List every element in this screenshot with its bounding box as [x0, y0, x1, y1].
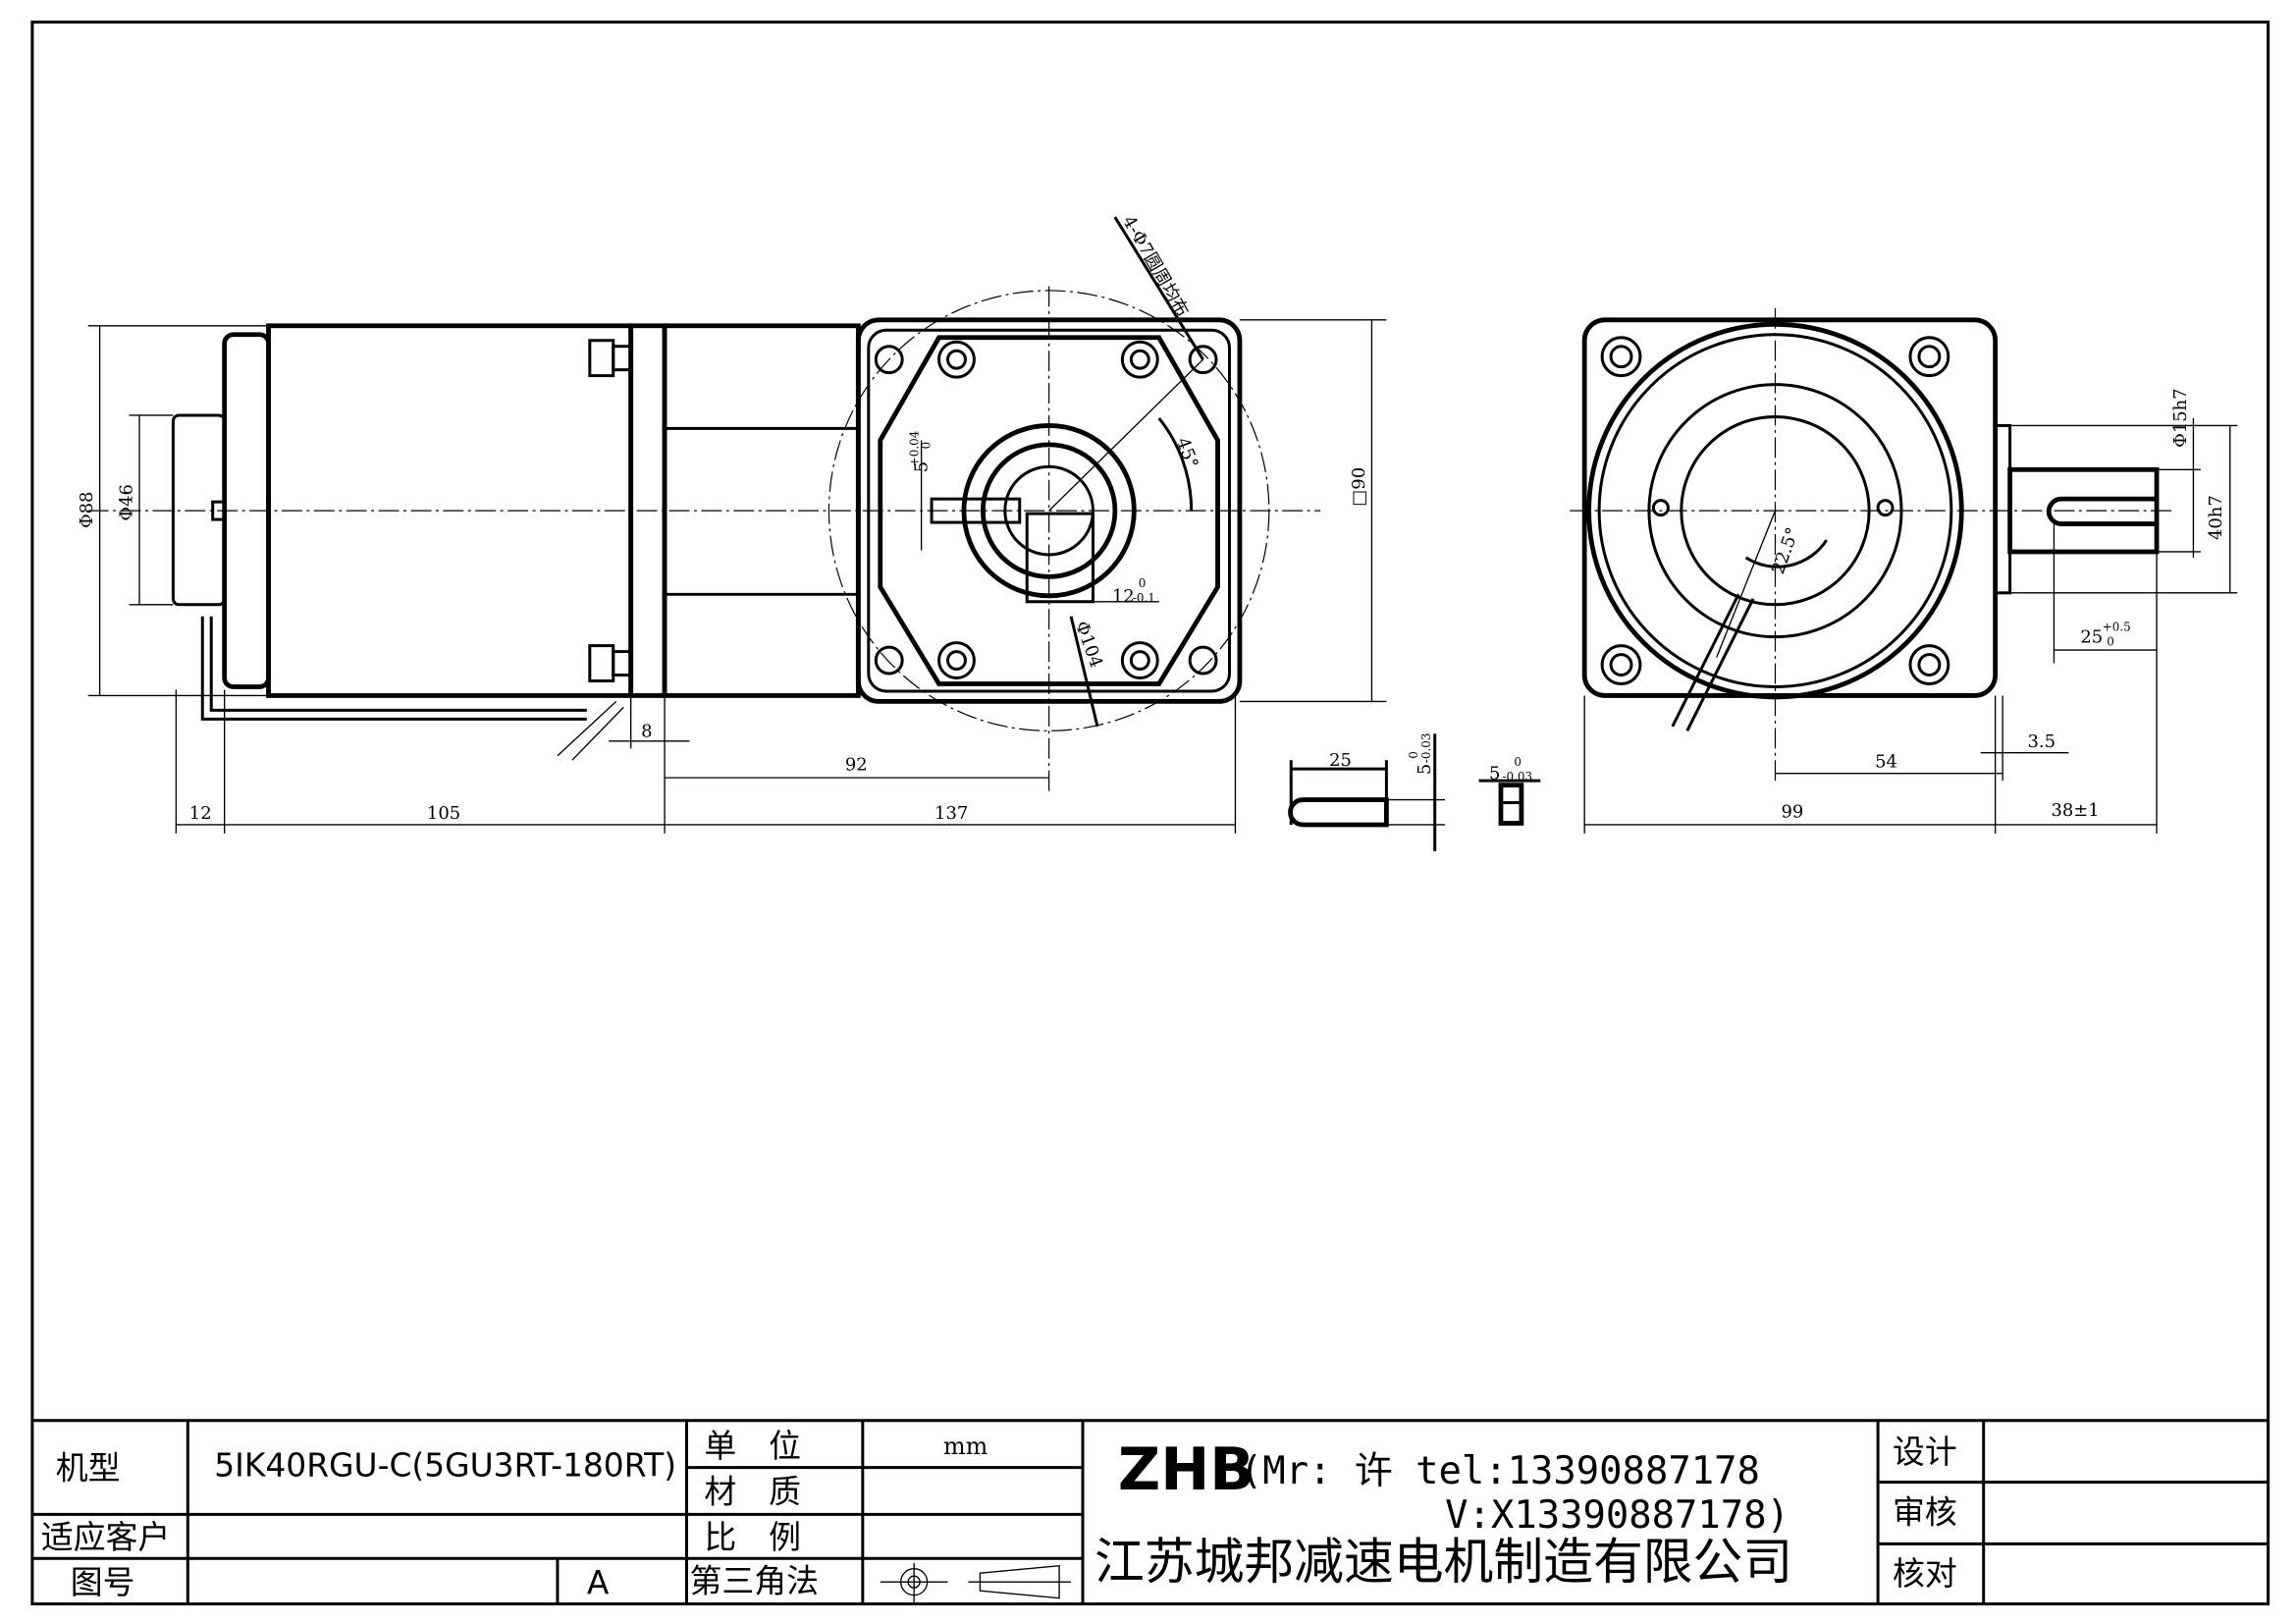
brand-logo: ZHB [1118, 1436, 1255, 1504]
dim-3-5: 3.5 [2028, 731, 2056, 752]
projection-label: 第三角法 [689, 1562, 819, 1600]
bolt-head [588, 339, 615, 378]
terminal-box [171, 413, 227, 607]
dim-54: 54 [1875, 752, 1897, 773]
model-label: 机型 [56, 1449, 121, 1488]
review-label: 审核 [1893, 1492, 1957, 1531]
dim-40h7: 40h7 [2206, 495, 2226, 540]
contact-line-2: V:X13390887178) [1445, 1493, 1789, 1538]
dim-square-90: □90 [1349, 467, 1369, 507]
dim-key-height-upper: 0 [1407, 751, 1420, 759]
third-angle-projection-symbol [880, 1562, 1072, 1604]
key-detail: 25 5 0 -0.03 5 0 -0.03 [1288, 733, 1541, 851]
dim-key-depth-lower: -0.1 [1133, 591, 1155, 605]
scale-label: 比 例 [704, 1518, 801, 1556]
dimension-lines [87, 319, 1387, 834]
dim-99: 99 [1781, 801, 1803, 822]
dim-shaft-25-lower: 0 [2107, 635, 2114, 649]
dim-key-depth: 12 [1112, 586, 1135, 607]
unit-value: mm [943, 1433, 988, 1460]
drawing-number-label: 图号 [71, 1563, 135, 1601]
key-slot [930, 497, 1022, 524]
lead-wire [200, 616, 587, 721]
end-view [1570, 307, 2172, 785]
dim-shaft-25: 25 [2080, 627, 2103, 648]
unit-label: 单 位 [704, 1427, 801, 1465]
customer-label: 适应客户 [41, 1518, 171, 1556]
contact-line-1: (Mr: 许 tel:13390887178 [1240, 1449, 1760, 1493]
dim-shaft-25-upper: +0.5 [2103, 621, 2131, 634]
design-label: 设计 [1893, 1433, 1957, 1471]
dim-key-thickness: 5 [1489, 764, 1500, 784]
dim-key-thickness-upper: 0 [1514, 755, 1522, 769]
dim-key-height: 5 [1415, 764, 1435, 775]
dim-38: 38±1 [2051, 800, 2099, 821]
shaft-keyway [2046, 496, 2158, 526]
dim-phi15h7: Φ15h7 [2170, 388, 2191, 447]
revision: A [587, 1563, 610, 1601]
hole-note: 4-Φ7圆周均布 [1118, 212, 1193, 320]
title-block: 机型 5IK40RGU-C(5GU3RT-180RT) 适应客户 图号 A 单 … [31, 1419, 2269, 1604]
company-name: 江苏城邦减速电机制造有限公司 [1095, 1533, 1792, 1591]
housing-outline [878, 335, 1220, 686]
side-view [87, 323, 1321, 761]
dim-8: 8 [641, 721, 652, 741]
dim-12: 12 [189, 803, 212, 824]
dim-phi88: Φ88 [77, 492, 97, 529]
model-value: 5IK40RGU-C(5GU3RT-180RT) [214, 1446, 676, 1485]
dim-key-height-lower: -0.03 [1419, 733, 1433, 764]
flange-front-view [828, 216, 1270, 793]
dim-105: 105 [427, 803, 460, 824]
dim-key-depth-upper: 0 [1139, 576, 1147, 590]
dim-key-thickness-lower: -0.03 [1502, 770, 1532, 784]
dim-phi104: Φ104 [1071, 619, 1106, 671]
dim-92: 92 [845, 755, 868, 776]
dim-angle-22-5: 22.5° [1768, 524, 1803, 576]
dim-key-width-tol-lower: 0 [920, 442, 934, 450]
dim-key-length: 25 [1329, 750, 1352, 771]
dim-key-width: 5 [912, 461, 933, 472]
material-label: 材 质 [704, 1472, 801, 1510]
bolt-head [588, 644, 615, 682]
drawing-border [30, 20, 2270, 1606]
dim-key-width-tol-upper: +0.04 [908, 431, 922, 467]
dim-137: 137 [934, 803, 968, 824]
dim-phi46: Φ46 [117, 484, 137, 521]
check-label: 核对 [1893, 1554, 1957, 1593]
lead-wire [1671, 593, 1755, 731]
dim-angle-45: 45° [1172, 435, 1202, 471]
